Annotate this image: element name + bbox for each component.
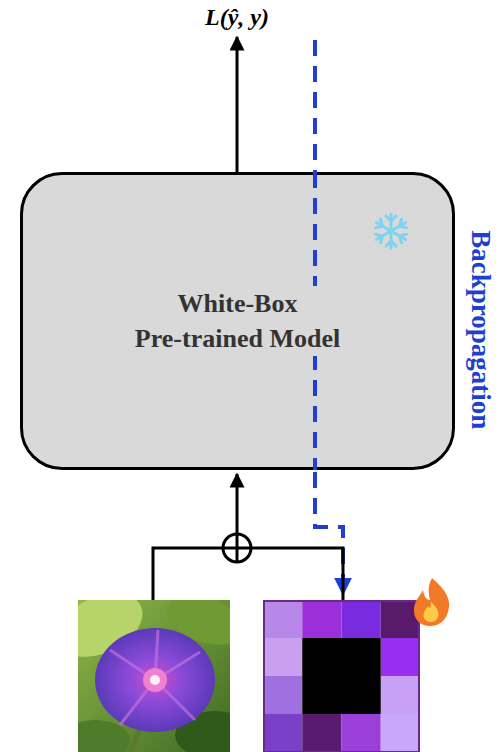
input-arrow — [236, 474, 239, 534]
loss-label: L(ŷ, y) — [205, 4, 269, 30]
add-symbol — [223, 534, 251, 562]
prompt-wire — [251, 548, 343, 600]
fire-icon — [414, 578, 449, 626]
model-box: White-Box Pre-trained Model — [20, 172, 455, 470]
output-arrow — [236, 37, 239, 172]
backprop-line — [315, 472, 343, 594]
frozen-icon — [371, 211, 411, 251]
model-label: White-Box Pre-trained Model — [120, 286, 355, 356]
backprop-label: Backpropagation — [466, 230, 496, 429]
flower-image — [47, 581, 255, 752]
input-wire — [153, 548, 223, 600]
prompt-pattern — [263, 600, 420, 752]
backprop-line — [313, 40, 317, 172]
